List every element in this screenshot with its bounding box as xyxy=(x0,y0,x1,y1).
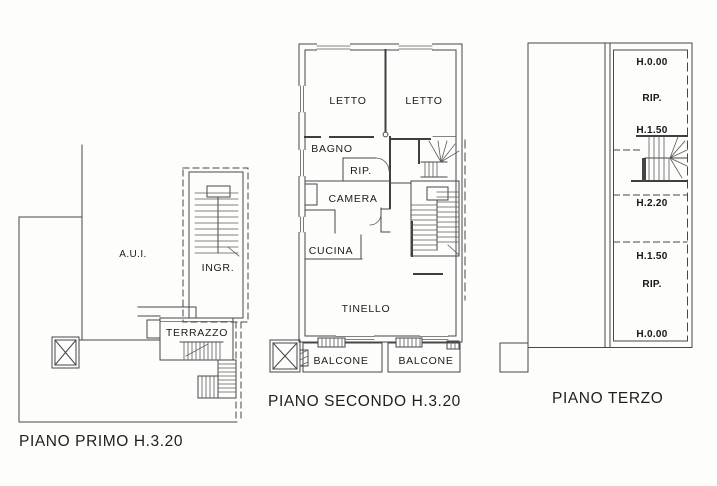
balcony-rail-hatch xyxy=(317,337,460,350)
shaft-crossed-square-icon-secondo xyxy=(269,339,309,373)
height-label-center: H.2.20 xyxy=(636,198,667,209)
piano-primo-boundary xyxy=(18,144,242,423)
attic-stairs xyxy=(631,135,688,182)
attic-rip-label-bottom: RIP. xyxy=(642,279,661,290)
height-label-mid-bottom: H.1.50 xyxy=(636,251,667,262)
chimney-square xyxy=(499,342,529,373)
terrazzo-block: TERRAZZO xyxy=(137,306,234,361)
u-stairs xyxy=(410,180,460,257)
piano-primo-plan: INGR. TERRAZZO xyxy=(18,144,249,450)
winder-stairs xyxy=(418,139,460,178)
room-label-terrazzo: TERRAZZO xyxy=(166,327,228,339)
piano-secondo-title: PIANO SECONDO H.3.20 xyxy=(268,393,461,410)
room-label-balcone-right: BALCONE xyxy=(398,355,453,367)
window-top-right xyxy=(398,43,433,52)
window-left-bagno xyxy=(298,149,307,177)
height-label-mid-top: H.1.50 xyxy=(636,125,667,136)
attic-rip-label-top: RIP. xyxy=(642,93,661,104)
piano-terzo-height-lines xyxy=(613,149,688,243)
piano-terzo-plan: H.0.00 RIP. H.1.50 H.2.20 H.1.50 RIP. H.… xyxy=(499,42,693,407)
window-left-letto xyxy=(298,85,307,113)
piano-secondo-partitions xyxy=(304,49,457,275)
exterior-l-stairs xyxy=(197,359,237,399)
room-label-letto-left: LETTO xyxy=(329,95,366,107)
piano-secondo-outer-walls xyxy=(298,43,466,343)
tower-stair-treads xyxy=(194,192,240,257)
balconies xyxy=(302,337,461,373)
window-top-left xyxy=(316,43,351,52)
height-label-bottom: H.0.00 xyxy=(636,329,667,340)
room-label-bagno: BAGNO xyxy=(311,143,352,155)
stair-tower: INGR. xyxy=(182,167,249,323)
room-label-aui: A.U.I. xyxy=(119,249,146,260)
terrazzo-stair-treads xyxy=(179,341,224,360)
room-label-balcone-left: BALCONE xyxy=(313,355,368,367)
room-label-tinello: TINELLO xyxy=(342,303,391,315)
piano-terzo-title: PIANO TERZO xyxy=(552,390,663,407)
balcony-door-right xyxy=(419,334,449,342)
room-label-ingresso: INGR. xyxy=(202,262,235,274)
height-label-top: H.0.00 xyxy=(636,57,667,68)
room-label-letto-right: LETTO xyxy=(405,95,442,107)
piano-secondo-plan: LETTO LETTO BAGNO RIP. CAMERA CUCINA TIN… xyxy=(268,43,466,410)
window-left-camera xyxy=(298,216,307,233)
room-label-cucina: CUCINA xyxy=(309,245,353,257)
piano-primo-title: PIANO PRIMO H.3.20 xyxy=(19,433,183,450)
room-label-camera: CAMERA xyxy=(328,193,377,205)
u-stair-treads xyxy=(410,191,460,256)
shaft-crossed-square-icon xyxy=(51,336,161,369)
room-label-rip: RIP. xyxy=(350,165,372,177)
